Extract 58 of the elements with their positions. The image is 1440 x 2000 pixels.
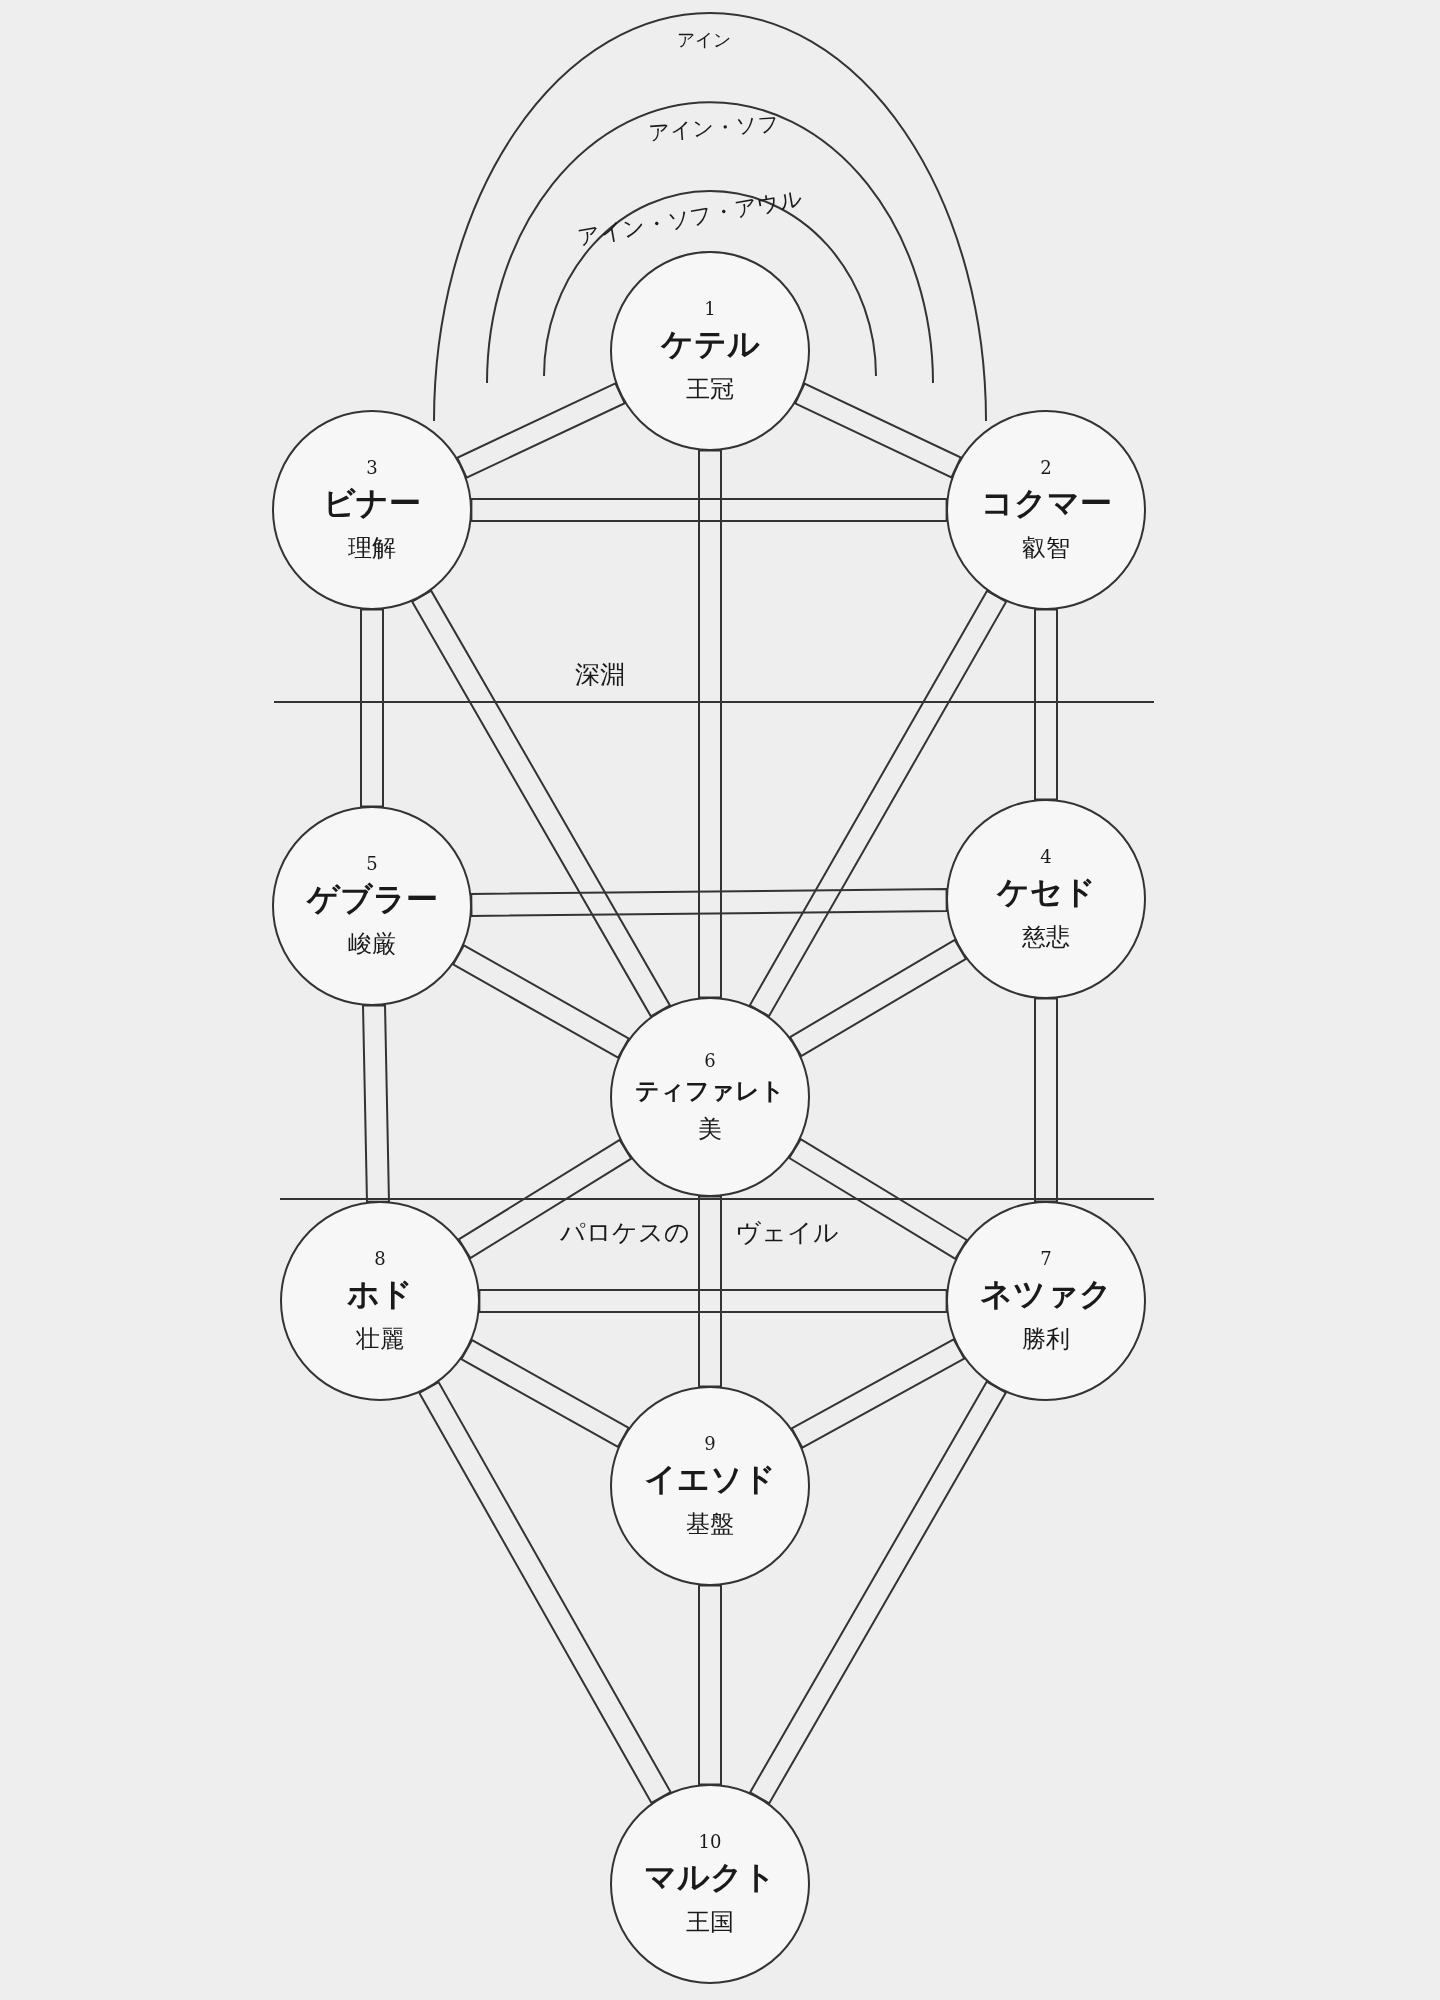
sephira-meaning: 慈悲 <box>1022 921 1070 953</box>
path-channel <box>362 1004 390 1203</box>
sephira-name: ティファレト <box>635 1075 785 1107</box>
sephira-number: 3 <box>366 456 378 478</box>
sephira-name: コクマー <box>980 482 1112 524</box>
sephira-number: 4 <box>1040 845 1052 867</box>
path-channel <box>455 382 627 479</box>
sephira-number: 6 <box>704 1049 716 1071</box>
label-text: アイン・ソフ <box>647 110 781 147</box>
path-channel <box>787 1137 969 1261</box>
sephira-name: ホド <box>347 1273 413 1315</box>
path-channel <box>1034 608 1058 801</box>
path-channel <box>793 382 963 479</box>
path-channel <box>698 1584 722 1786</box>
label-text: ヴェイル <box>735 1216 839 1249</box>
sephira-number: 7 <box>1040 1247 1052 1269</box>
path-channel <box>459 1338 631 1449</box>
sephira-meaning: 叡智 <box>1022 532 1070 564</box>
path-channel <box>698 1195 722 1388</box>
label-text: アイン <box>677 28 731 52</box>
path-channel <box>470 888 948 917</box>
sephira-meaning: 勝利 <box>1022 1323 1070 1355</box>
sephira-meaning: 王国 <box>686 1906 734 1938</box>
path-channel <box>790 1337 966 1450</box>
sephira-name: ビナー <box>323 482 421 524</box>
sephira-meaning: 理解 <box>348 532 396 564</box>
sephira-number: 2 <box>1040 456 1052 478</box>
path-channel <box>360 608 384 808</box>
sephira-number: 5 <box>366 852 378 874</box>
path-channel <box>788 938 968 1058</box>
path-channel <box>478 1289 948 1313</box>
path-channel <box>470 498 948 522</box>
path-channel <box>410 589 672 1018</box>
label-text: アイン・ソフ・アウル <box>575 184 805 252</box>
sephira-meaning: 基盤 <box>686 1508 734 1540</box>
path-channel <box>418 1380 672 1805</box>
sephira-name: ケセド <box>996 871 1096 913</box>
sephira-meaning: 王冠 <box>686 373 734 405</box>
sephira-number: 10 <box>698 1830 722 1852</box>
sephira-name: ケテル <box>660 323 760 365</box>
path-channel <box>1034 997 1058 1203</box>
label-text: パロケスの <box>560 1216 690 1249</box>
sephira-meaning: 壮麗 <box>356 1323 404 1355</box>
path-channel <box>698 449 722 999</box>
sephira-number: 9 <box>704 1432 716 1454</box>
sephira-number: 8 <box>374 1247 386 1269</box>
sephira-meaning: 美 <box>698 1113 722 1145</box>
path-channel <box>748 589 1008 1018</box>
sephira-name: マルクト <box>644 1856 776 1898</box>
sephira-meaning: 峻厳 <box>348 928 396 960</box>
path-channel <box>457 1138 633 1260</box>
sephira-name: イエソド <box>644 1458 776 1500</box>
path-channel <box>451 943 631 1060</box>
sephira-name: ゲブラー <box>306 878 438 920</box>
path-channel <box>748 1380 1008 1805</box>
label-text: 深淵 <box>575 658 625 691</box>
sephira-number: 1 <box>704 297 716 319</box>
sephira-name: ネツァク <box>980 1273 1112 1315</box>
